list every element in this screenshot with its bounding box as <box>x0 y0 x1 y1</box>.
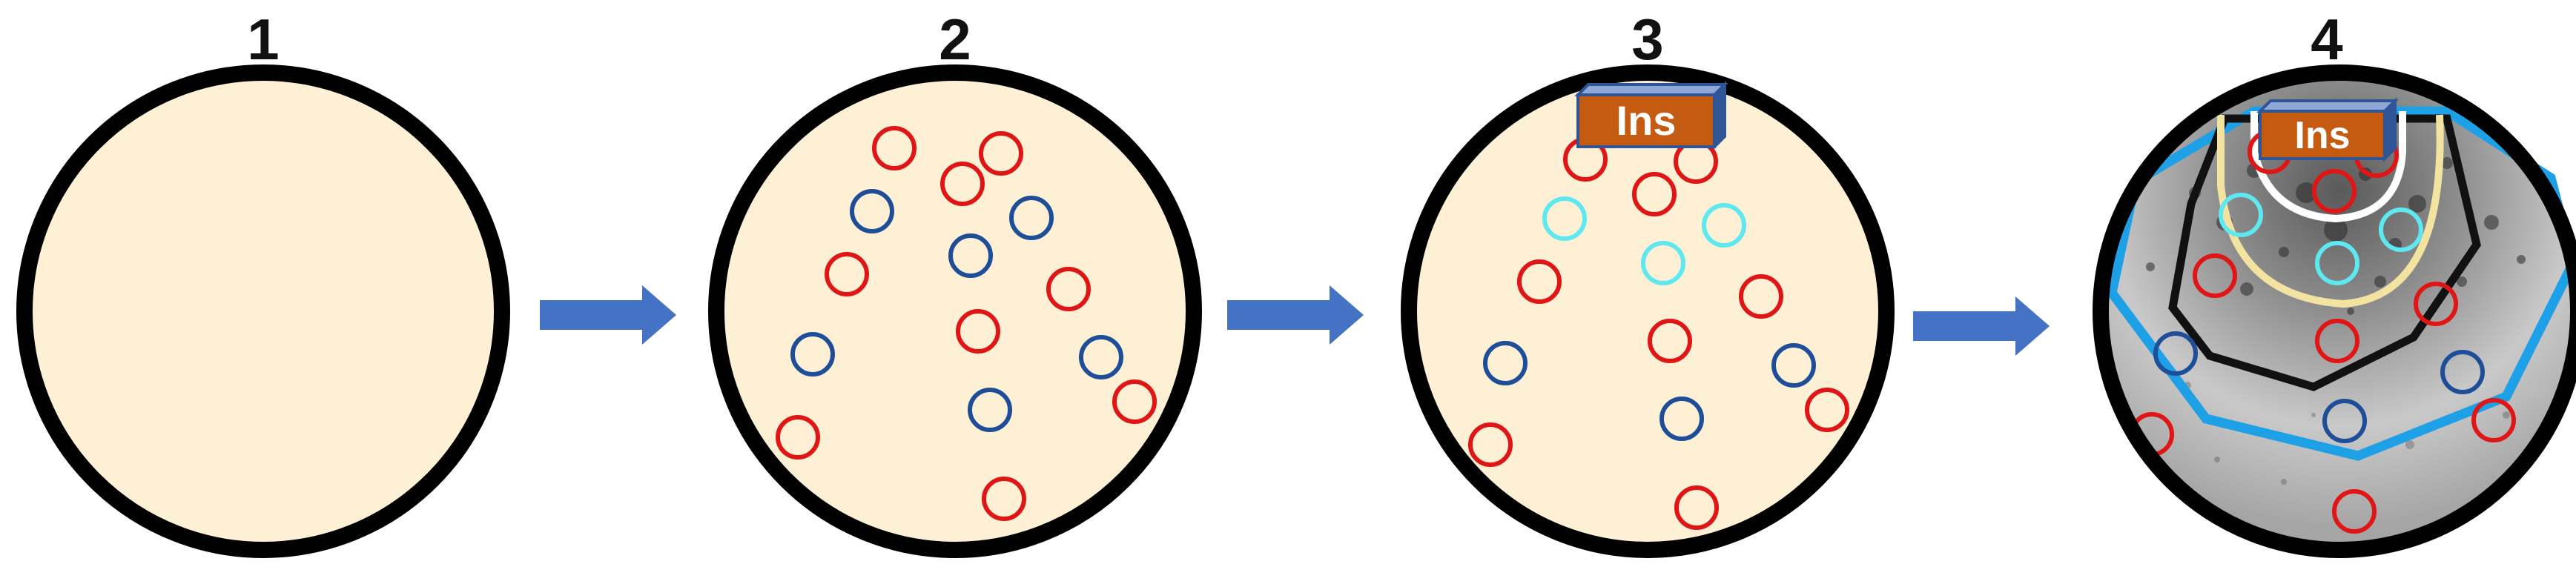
red-marker <box>2414 282 2458 326</box>
red-marker <box>1648 319 1692 363</box>
red-marker <box>1046 267 1091 311</box>
ins-label: Ins <box>1616 97 1677 144</box>
red-marker <box>2315 319 2359 363</box>
zone-yellow-outline <box>2217 114 2444 308</box>
red-marker <box>2471 398 2516 442</box>
red-marker <box>872 126 917 170</box>
step-label-2: 2 <box>939 7 971 72</box>
red-marker <box>1112 379 1157 424</box>
red-marker <box>1517 259 1562 304</box>
red-marker <box>1739 274 1783 319</box>
red-marker <box>979 131 1023 176</box>
blue-marker <box>1659 397 1704 441</box>
blue-marker <box>968 388 1012 432</box>
insert-box-icon: Ins <box>2256 97 2399 162</box>
cyan-marker <box>1641 241 1685 285</box>
red-marker <box>956 309 1000 354</box>
petri-dish-icon <box>2093 64 2576 558</box>
red-marker <box>2332 489 2377 534</box>
petri-dish-icon <box>708 64 1202 558</box>
red-marker <box>2193 253 2237 298</box>
cyan-marker <box>1702 203 1746 248</box>
blue-marker <box>1771 343 1816 388</box>
blue-marker <box>1009 196 1054 240</box>
panel-1 <box>16 64 510 558</box>
petri-dish-icon <box>16 64 510 558</box>
cyan-marker <box>1542 196 1587 241</box>
step-label-3: 3 <box>1631 7 1663 72</box>
blue-marker <box>2322 399 2367 443</box>
arrow-right-icon <box>540 285 676 345</box>
ins-label: Ins <box>2294 114 2350 157</box>
panel-4: Ins <box>2093 64 2576 558</box>
zone-white-outline <box>2250 111 2406 223</box>
step-label-1: 1 <box>247 7 279 72</box>
red-marker <box>1632 172 1677 216</box>
red-marker <box>776 415 820 460</box>
cyan-marker <box>2219 193 2263 237</box>
petri-dish-icon <box>1401 64 1895 558</box>
red-marker <box>1805 388 1849 432</box>
blue-marker <box>850 189 894 233</box>
blue-marker <box>1483 341 1528 385</box>
arrow-right-icon <box>1227 285 1364 345</box>
red-marker <box>1674 485 1719 530</box>
panel-3: Ins <box>1401 64 1895 558</box>
blue-marker <box>2153 331 2198 376</box>
red-marker <box>1468 422 1513 467</box>
red-marker <box>940 162 985 206</box>
panel-2 <box>708 64 1202 558</box>
cyan-marker <box>2379 208 2423 252</box>
red-marker <box>2312 169 2357 213</box>
arrow-right-icon <box>1913 296 2050 356</box>
insert-box-icon: Ins <box>1574 81 1728 150</box>
red-marker <box>982 477 1026 521</box>
red-marker <box>825 252 869 296</box>
blue-marker <box>948 233 993 278</box>
step-label-4: 4 <box>2311 7 2342 72</box>
blue-marker <box>2440 350 2485 394</box>
cyan-marker <box>2315 241 2359 285</box>
blue-marker <box>790 332 835 377</box>
blue-marker <box>1079 335 1123 379</box>
